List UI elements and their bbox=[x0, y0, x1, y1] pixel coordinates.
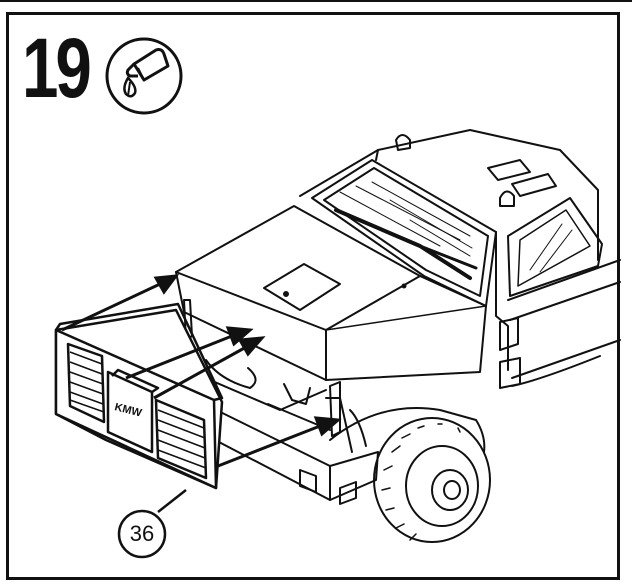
grille-part-36 bbox=[54, 302, 224, 490]
top-border bbox=[0, 0, 632, 2]
part-number-callout bbox=[117, 509, 167, 559]
windshield bbox=[311, 159, 497, 307]
step-number: 19 bbox=[22, 21, 92, 115]
side-window bbox=[507, 197, 603, 297]
part-number: 36 bbox=[129, 521, 155, 546]
front-wheel bbox=[373, 417, 491, 543]
step-frame bbox=[6, 12, 620, 580]
glue-tube-icon bbox=[105, 37, 183, 115]
callout-leader bbox=[157, 489, 187, 513]
assembly-arrows bbox=[61, 274, 342, 468]
cab-roof bbox=[299, 129, 599, 261]
